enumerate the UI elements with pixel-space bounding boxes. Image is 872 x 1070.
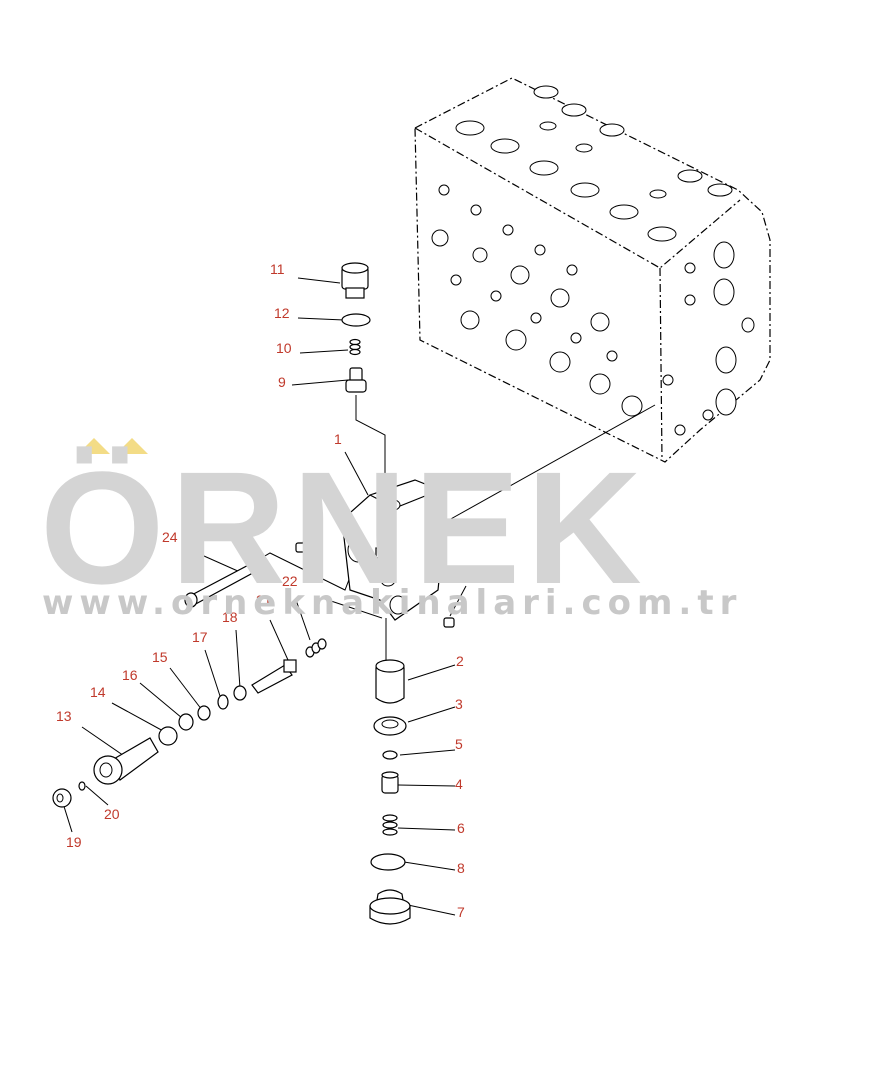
callout-20: 20	[104, 806, 120, 822]
part-17-ring	[217, 694, 229, 710]
port-hole	[606, 350, 618, 362]
leader-lines	[61, 277, 656, 916]
port-hole	[455, 120, 485, 136]
part-15-ring	[197, 705, 211, 721]
callout-10: 10	[276, 340, 292, 356]
port-hole	[589, 373, 611, 395]
part-9-valve	[345, 367, 367, 393]
port-hole	[713, 278, 735, 306]
port-hole	[460, 310, 480, 330]
port-hole	[561, 103, 587, 117]
callout-14: 14	[90, 684, 106, 700]
port-hole	[575, 143, 593, 153]
port-hole	[549, 351, 571, 373]
port-hole	[450, 274, 462, 286]
port-hole	[472, 247, 488, 263]
port-hole	[684, 262, 696, 274]
part-23-screw-upper	[295, 542, 307, 553]
callout-19: 19	[66, 834, 82, 850]
callout-12: 12	[274, 305, 290, 321]
port-hole	[490, 138, 520, 154]
callout-labels: 11 12 10 9 1 23 24 22 23 21 18 17 15 16 …	[56, 261, 480, 920]
callout-23-upper: 23	[305, 491, 321, 507]
port-hole	[674, 424, 686, 436]
callout-22: 22	[282, 573, 298, 589]
port-hole	[677, 169, 703, 183]
part-12-o-ring	[341, 313, 371, 327]
port-hole	[590, 312, 610, 332]
port-hole	[570, 182, 600, 198]
part-1-housing	[341, 479, 441, 621]
port-hole	[550, 288, 570, 308]
valve-block	[414, 77, 771, 463]
port-hole	[570, 332, 582, 344]
part-3-seal	[373, 716, 407, 736]
port-hole	[741, 317, 755, 333]
port-hole	[702, 409, 714, 421]
callout-5: 5	[455, 736, 463, 752]
part-10-spring	[349, 338, 361, 356]
port-hole	[707, 183, 733, 197]
callout-23-lower: 23	[464, 569, 480, 585]
part-11-plug	[341, 262, 369, 299]
port-hole	[609, 204, 639, 220]
part-18-ring	[233, 685, 247, 701]
callout-21: 21	[256, 592, 272, 608]
callout-24: 24	[162, 529, 178, 545]
part-20-ring	[78, 781, 86, 791]
part-8-o-ring	[370, 853, 406, 871]
port-hole	[539, 121, 557, 131]
callout-16: 16	[122, 667, 138, 683]
part-16-ring	[178, 713, 194, 731]
callout-8: 8	[457, 860, 465, 876]
callout-15: 15	[152, 649, 168, 665]
part-5-washer	[382, 750, 398, 760]
part-14-o-ring	[158, 726, 178, 746]
port-hole	[534, 244, 546, 256]
port-hole	[715, 346, 737, 374]
part-21-stem	[251, 659, 297, 694]
callout-3: 3	[455, 696, 463, 712]
callout-2: 2	[456, 653, 464, 669]
part-6-spring	[382, 814, 398, 836]
port-hole	[505, 329, 527, 351]
port-hole	[530, 312, 542, 324]
port-hole	[662, 374, 674, 386]
port-hole	[599, 123, 625, 137]
part-19-cap	[52, 788, 72, 808]
part-7-cap	[369, 889, 411, 925]
port-hole	[566, 264, 578, 276]
port-hole	[502, 224, 514, 236]
port-hole	[533, 85, 559, 99]
callout-11: 11	[270, 261, 285, 277]
callout-17: 17	[192, 629, 208, 645]
callout-7: 7	[457, 904, 465, 920]
port-hole	[647, 226, 677, 242]
port-hole	[621, 395, 643, 417]
port-hole	[529, 160, 559, 176]
port-hole	[490, 290, 502, 302]
callout-9: 9	[278, 374, 286, 390]
part-13-plug-assembly	[93, 737, 159, 785]
callout-1: 1	[334, 431, 342, 447]
port-hole	[649, 189, 667, 199]
part-4-valve	[381, 771, 399, 794]
port-hole	[431, 229, 449, 247]
part-23-screw-lower	[443, 617, 455, 628]
part-2-sleeve	[375, 659, 405, 704]
part-22-spring	[305, 638, 327, 658]
callout-13: 13	[56, 708, 72, 724]
port-hole	[438, 184, 450, 196]
port-hole	[684, 294, 696, 306]
callout-6: 6	[457, 820, 465, 836]
port-hole	[713, 241, 735, 269]
callout-4: 4	[455, 776, 463, 792]
port-hole	[510, 265, 530, 285]
callout-18: 18	[222, 609, 238, 625]
port-hole	[470, 204, 482, 216]
part-24-bolt	[184, 559, 263, 608]
port-hole	[715, 388, 737, 416]
